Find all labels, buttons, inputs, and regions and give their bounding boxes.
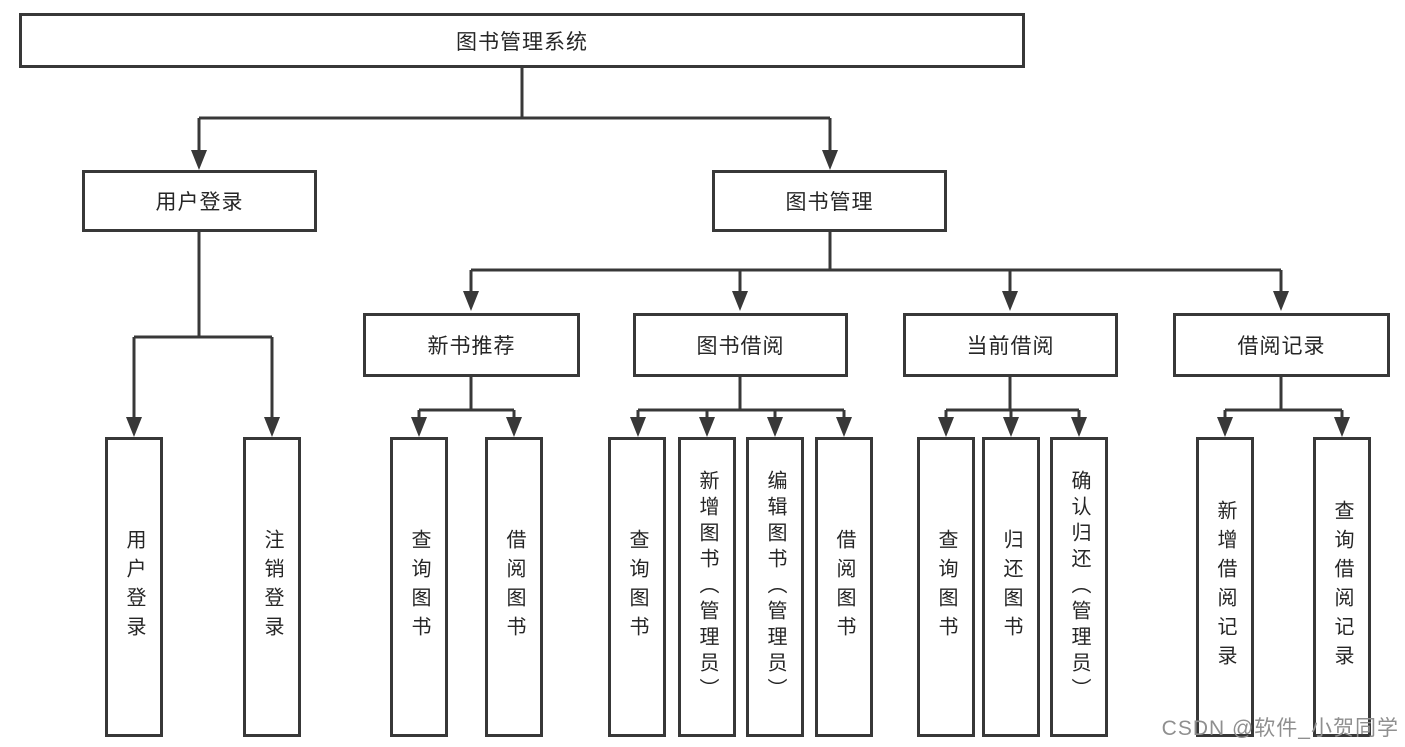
- node-library-management-system: 图书管理系统: [19, 13, 1025, 68]
- node-book-borrow-borrow-books: 借阅图书: [815, 437, 873, 737]
- arrowheads: [126, 150, 1350, 437]
- arrow-icon: [1273, 291, 1289, 311]
- node-label: 图书管理: [785, 191, 874, 214]
- node-label: 查询图书: [935, 529, 957, 645]
- node-label: 图书管理系统: [456, 30, 588, 54]
- node-label: 查询借阅记录: [1331, 500, 1353, 674]
- node-book-management: 图书管理: [712, 170, 947, 232]
- node-book-borrow-add-books-admin: 新增图书（管理员）: [678, 437, 736, 737]
- node-borrow-record: 借阅记录: [1173, 313, 1390, 377]
- connector-root-drop: [197, 68, 832, 154]
- node-new-book-query-books: 查询图书: [390, 437, 448, 737]
- arrow-icon: [463, 291, 479, 311]
- node-label: 编辑图书（管理员）: [764, 470, 786, 704]
- node-new-book-borrow-books: 借阅图书: [485, 437, 543, 737]
- arrow-icon: [1003, 417, 1019, 437]
- arrow-icon: [732, 291, 748, 311]
- node-label: 新增借阅记录: [1214, 500, 1236, 674]
- node-label: 查询图书: [626, 529, 648, 645]
- node-borrow-record-add-record: 新增借阅记录: [1196, 437, 1254, 737]
- csdn-watermark: CSDN @软件_小贺同学: [1161, 717, 1399, 740]
- arrow-icon: [191, 150, 207, 170]
- connector-user-login-branch: [132, 232, 274, 421]
- node-current-borrow-query-books: 查询图书: [917, 437, 975, 737]
- arrow-icon: [822, 150, 838, 170]
- connector-book-borrow-branch: [636, 377, 846, 421]
- connector-current-borrow-branch: [944, 377, 1081, 421]
- node-user-login-leaf: 用户登录: [105, 437, 163, 737]
- arrow-icon: [630, 417, 646, 437]
- arrow-icon: [1334, 417, 1350, 437]
- connector-new-book-branch: [417, 377, 516, 421]
- arrow-icon: [506, 417, 522, 437]
- node-current-borrow: 当前借阅: [903, 313, 1118, 377]
- node-label: 确认归还（管理员）: [1068, 470, 1090, 704]
- node-new-book-recommend: 新书推荐: [363, 313, 580, 377]
- connector-borrow-record-branch: [1223, 377, 1344, 421]
- arrow-icon: [767, 417, 783, 437]
- node-current-borrow-confirm-return-admin: 确认归还（管理员）: [1050, 437, 1108, 737]
- node-label: 当前借阅: [966, 335, 1055, 358]
- node-label: 借阅记录: [1237, 335, 1326, 358]
- node-book-borrow: 图书借阅: [633, 313, 848, 377]
- arrow-icon: [1002, 291, 1018, 311]
- arrow-icon: [264, 417, 280, 437]
- node-borrow-record-query-record: 查询借阅记录: [1313, 437, 1371, 737]
- node-label: 用户登录: [155, 191, 244, 214]
- arrow-icon: [126, 417, 142, 437]
- connector-book-management-branch: [469, 232, 1283, 295]
- node-label: 借阅图书: [503, 529, 525, 645]
- arrow-icon: [1071, 417, 1087, 437]
- node-current-borrow-return-books: 归还图书: [982, 437, 1040, 737]
- node-book-borrow-query-books: 查询图书: [608, 437, 666, 737]
- arrow-icon: [411, 417, 427, 437]
- node-label: 图书借阅: [696, 335, 785, 358]
- node-label: 新书推荐: [427, 335, 516, 358]
- node-label: 用户登录: [123, 529, 145, 645]
- node-logout-leaf: 注销登录: [243, 437, 301, 737]
- node-label: 借阅图书: [833, 529, 855, 645]
- node-label: 新增图书（管理员）: [696, 470, 718, 704]
- node-label: 查询图书: [408, 529, 430, 645]
- node-user-login: 用户登录: [82, 170, 317, 232]
- arrow-icon: [699, 417, 715, 437]
- node-label: 注销登录: [261, 529, 283, 645]
- arrow-icon: [1217, 417, 1233, 437]
- node-label: 归还图书: [1000, 529, 1022, 645]
- arrow-icon: [836, 417, 852, 437]
- arrow-icon: [938, 417, 954, 437]
- node-book-borrow-edit-books-admin: 编辑图书（管理员）: [746, 437, 804, 737]
